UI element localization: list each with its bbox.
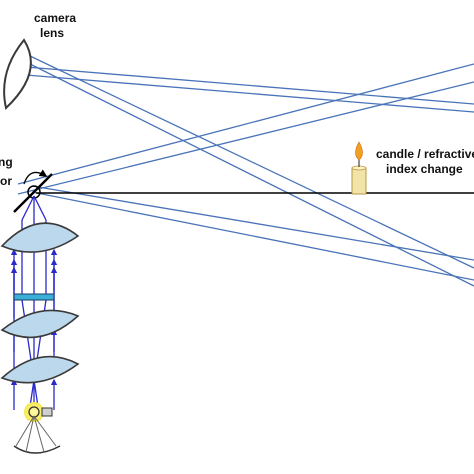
condenser-lens-bottom [0,355,80,384]
ray [17,63,474,185]
lamp-rays [15,415,57,453]
mirror-label-line1: ng [0,155,13,169]
camera-lens-label-line2: lens [40,26,64,40]
candle-icon [351,141,367,195]
lamp-glow-icon [24,402,44,422]
filter-icon [13,293,55,301]
ray [29,55,474,269]
object-label-line1: candle / refractive [376,147,474,161]
flame-icon [355,141,363,161]
lamp-base-icon [41,407,53,417]
rotation-arrow-icon [23,169,48,185]
camera-lens-icon [3,38,32,110]
ray [31,185,474,261]
ray [13,73,474,113]
ray [29,63,474,287]
condenser-lens-middle [0,309,80,339]
object-label-line2: index change [386,162,463,176]
reflector-icon [13,445,61,454]
mirror-icon [13,173,53,213]
ray [17,81,474,195]
ray [31,191,474,281]
projection-rays [13,55,474,287]
ray [13,65,474,105]
camera-lens-label-line1: camera [34,11,76,25]
mirror-label-line2: or [0,174,12,188]
condenser-lens-top [0,222,80,253]
